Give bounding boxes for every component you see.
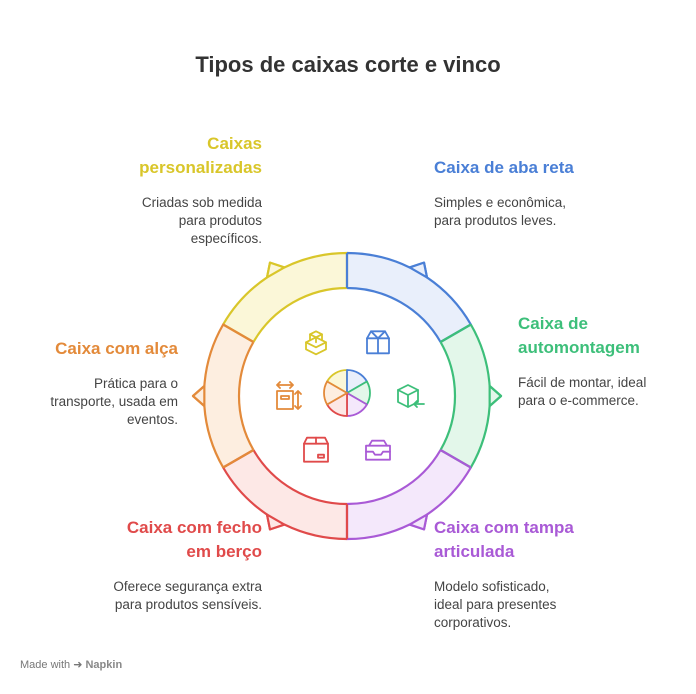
item-heading-line: Caixa com tampa xyxy=(434,518,574,537)
item-heading-line: Caixa de xyxy=(518,314,588,333)
item-heading-line: Caixa com fecho xyxy=(126,518,262,537)
item-caixas-personalizadas: Caixas personalizadas Criadas sob medida… xyxy=(42,132,262,248)
item-caixa-tampa-articulada: Caixa com tampa articulada Modelo sofist… xyxy=(434,516,674,632)
stacked-boxes-icon xyxy=(305,330,327,356)
segment-outline xyxy=(345,449,472,541)
ring-segment xyxy=(440,324,490,468)
item-heading-line: articulada xyxy=(434,542,515,561)
ring-segment xyxy=(223,253,347,342)
segment-outline xyxy=(191,323,255,469)
segment-arrow xyxy=(488,384,503,408)
item-caixa-com-alca: Caixa com alça Prática para o transporte… xyxy=(8,337,178,429)
item-desc-line: corporativos. xyxy=(434,615,512,630)
item-desc-line: específicos. xyxy=(190,231,262,246)
item-desc-line: Simples e econômica, xyxy=(434,195,567,210)
closed-box-icon xyxy=(303,436,329,463)
item-desc-line: ideal para presentes xyxy=(434,597,557,612)
item-caixa-aba-reta: Caixa de aba reta Simples e econômica, p… xyxy=(434,156,664,230)
item-heading-line: Caixa com alça xyxy=(55,339,178,358)
item-desc-line: para produtos sensíveis. xyxy=(114,597,262,612)
center-pie-slice xyxy=(323,380,348,406)
item-desc-line: Prática para o xyxy=(93,376,178,391)
segment-outline xyxy=(345,251,472,343)
item-desc-line: Criadas sob medida xyxy=(141,195,262,210)
tray-box-icon xyxy=(365,439,391,461)
item-caixa-fecho-berco: Caixa com fecho em berço Oferece seguran… xyxy=(22,516,262,614)
item-desc-line: eventos. xyxy=(126,412,178,427)
open-box-icon xyxy=(366,330,390,355)
segment-arrow xyxy=(408,513,429,531)
box-assembly-icon xyxy=(397,384,425,408)
item-desc-line: Oferece segurança extra xyxy=(113,579,262,594)
item-caixa-automontagem: Caixa de automontagem Fácil de montar, i… xyxy=(518,312,688,410)
box-dimensions-icon xyxy=(276,381,302,410)
ring-segment xyxy=(204,324,254,468)
item-heading-line: Caixas xyxy=(207,134,262,153)
item-heading-line: automontagem xyxy=(518,338,640,357)
segment-arrow xyxy=(191,384,206,408)
footer-credit: Made with ➜ Napkin xyxy=(20,658,122,671)
footer-brand: Napkin xyxy=(85,659,123,671)
item-desc-line: Modelo sofisticado, xyxy=(434,579,550,594)
item-desc-line: para produtos leves. xyxy=(434,213,557,228)
segment-outline xyxy=(439,323,503,469)
item-heading-line: em berço xyxy=(186,542,262,561)
segment-arrow xyxy=(265,513,286,531)
item-desc-line: para o e-commerce. xyxy=(518,393,639,408)
item-desc-line: para produtos xyxy=(178,213,262,228)
item-heading-line: Caixa de aba reta xyxy=(434,158,574,177)
ring-segment xyxy=(223,450,347,539)
segment-outline xyxy=(222,449,349,541)
segment-arrow xyxy=(408,261,429,279)
item-desc-line: transporte, usada em xyxy=(50,394,178,409)
ring-segment xyxy=(347,253,471,342)
ring-segment xyxy=(347,450,471,539)
item-desc-line: Fácil de montar, ideal xyxy=(518,375,647,390)
segment-arrow xyxy=(265,261,286,279)
napkin-logo-icon: ➜ xyxy=(73,659,83,671)
item-heading-line: personalizadas xyxy=(139,158,262,177)
page-title: Tipos de caixas corte e vinco xyxy=(195,52,501,77)
footer-made-with: Made with xyxy=(20,659,71,671)
